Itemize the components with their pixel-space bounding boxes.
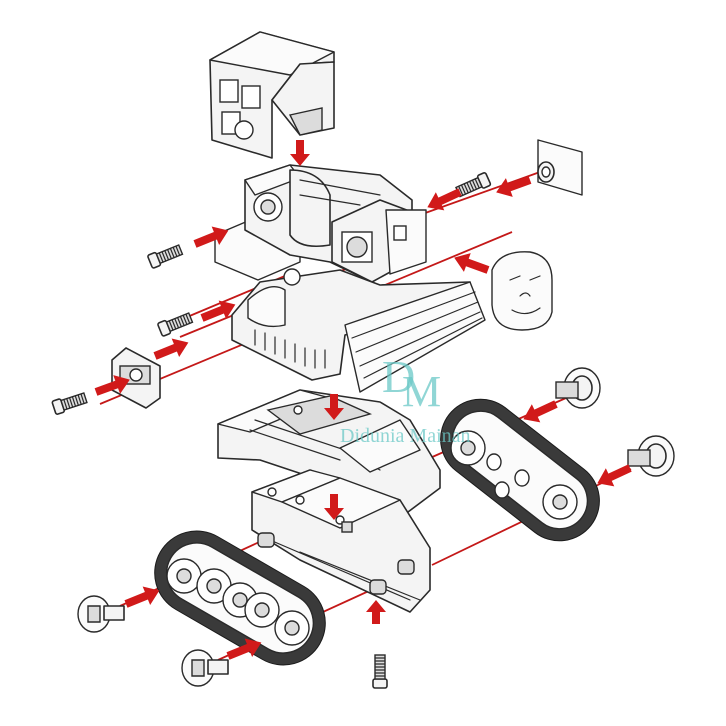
bearing-pin-left-upper (77, 595, 125, 633)
watermark-logo: D M Didunia Mainan (340, 351, 471, 447)
gearbox-part (251, 469, 431, 613)
face-plate-part (491, 251, 553, 331)
bearing-pin-left-lower (181, 649, 229, 687)
right-track-part (440, 398, 600, 542)
left-track-part (154, 530, 326, 666)
screw-lower-left (51, 390, 89, 416)
body-part (214, 164, 427, 283)
bearing-pin-top (537, 139, 583, 196)
cab-part (209, 31, 335, 159)
watermark-monogram-bottom: M (402, 367, 441, 416)
bearing-pin-right-lower (627, 435, 675, 477)
bearing-pin-right-upper (555, 367, 601, 409)
chassis-part (231, 268, 486, 393)
assembly-arrows (94, 140, 632, 660)
screw-upper-left (146, 242, 185, 270)
watermark-name: Didunia Mainan (340, 425, 471, 447)
screw-middle-left (156, 310, 195, 338)
screw-vertical-bottom (372, 654, 388, 689)
watermark-monogram-top: D (382, 351, 415, 402)
mid-frame-part (217, 389, 441, 519)
